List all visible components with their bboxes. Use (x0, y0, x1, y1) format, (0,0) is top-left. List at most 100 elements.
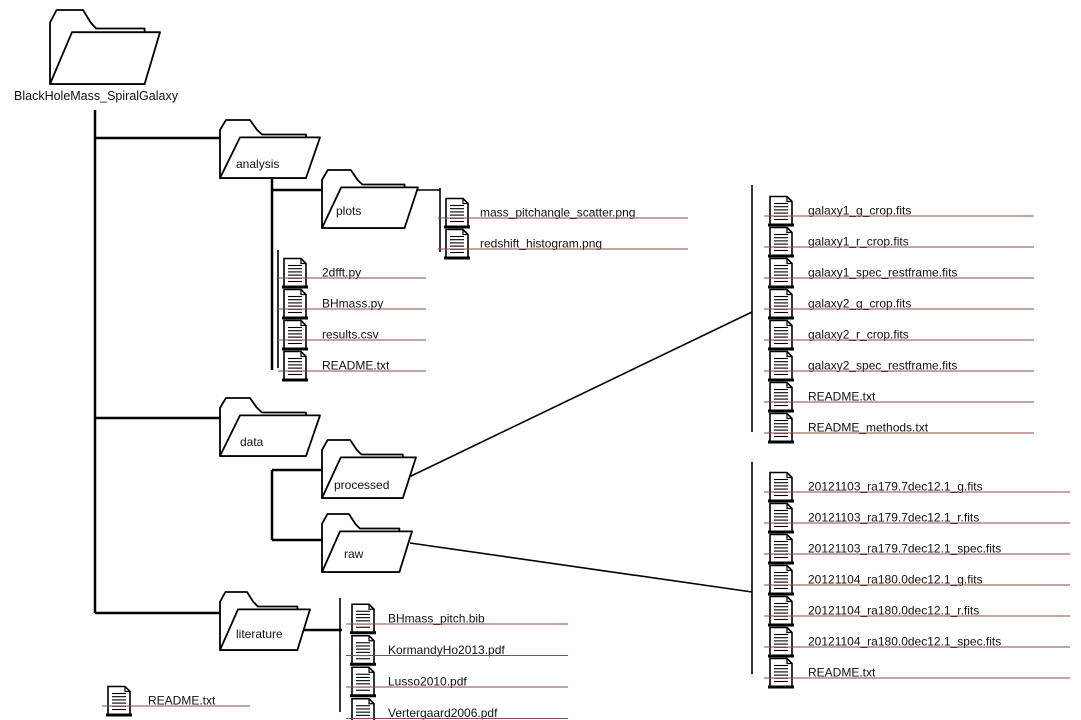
connector-line (409, 542, 753, 593)
folder-raw[interactable]: raw (321, 513, 413, 573)
folder-label: plots (336, 204, 361, 218)
document-icon (768, 471, 794, 503)
file-name: README.txt (808, 666, 876, 680)
document-icon (350, 603, 376, 635)
file-name: galaxy1_g_crop.fits (808, 204, 911, 218)
document-icon (768, 564, 794, 596)
file-item[interactable]: galaxy1_g_crop.fits (764, 195, 1034, 227)
file-name: galaxy1_r_crop.fits (808, 235, 909, 249)
file-item[interactable]: 20121103_ra179.7dec12.1_spec.fits (764, 533, 1070, 565)
document-icon (768, 319, 794, 351)
root-folder-label: BlackHoleMass_SpiralGalaxy (14, 89, 179, 103)
document-icon (768, 657, 794, 689)
file-name: README.txt (148, 694, 216, 708)
document-icon (282, 288, 308, 320)
file-name: galaxy1_spec_restframe.fits (808, 266, 957, 280)
document-icon (768, 502, 794, 534)
file-item[interactable]: mass_pitchangle_scatter.png (438, 197, 688, 229)
file-item[interactable]: 20121103_ra179.7dec12.1_g.fits (764, 471, 1070, 503)
folder-icon (219, 591, 311, 651)
file-item[interactable]: 20121103_ra179.7dec12.1_r.fits (764, 502, 1070, 534)
file-name: README.txt (322, 359, 390, 373)
folder-data[interactable]: data (219, 397, 321, 457)
folder-label: literature (236, 627, 283, 641)
folder-icon (219, 397, 321, 457)
document-icon (768, 226, 794, 258)
file-item[interactable]: README.txt (764, 657, 1070, 689)
file-name: Lusso2010.pdf (388, 674, 467, 688)
file-name: redshift_histogram.png (480, 237, 602, 251)
file-item[interactable]: README_methods.txt (764, 412, 1034, 444)
folder-label: analysis (236, 157, 279, 171)
file-item[interactable]: Lusso2010.pdf (346, 666, 568, 698)
folder-label: processed (334, 478, 389, 492)
file-item[interactable]: 2dfft.py (278, 257, 426, 289)
document-icon (282, 350, 308, 382)
file-name: 20121103_ra179.7dec12.1_r.fits (808, 511, 979, 525)
file-item[interactable]: galaxy1_r_crop.fits (764, 226, 1034, 258)
file-item[interactable]: galaxy2_r_crop.fits (764, 319, 1034, 351)
folder-label: data (240, 435, 264, 449)
folder-icon (321, 439, 417, 499)
root-folder[interactable]: BlackHoleMass_SpiralGalaxy (14, 9, 179, 103)
folder-icon (321, 513, 413, 573)
file-item[interactable]: galaxy2_spec_restframe.fits (764, 350, 1034, 382)
file-item[interactable]: README.txt (764, 381, 1034, 413)
file-name: galaxy2_r_crop.fits (808, 328, 909, 342)
file-name: 20121104_ra180.0dec12.1_spec.fits (808, 635, 1001, 649)
raw-file-list: 20121103_ra179.7dec12.1_g.fits 20121103_r… (764, 471, 1070, 689)
document-icon (768, 350, 794, 382)
folder-icon (321, 169, 419, 229)
file-item[interactable]: 20121104_ra180.0dec12.1_g.fits (764, 564, 1070, 596)
literature-file-list: BHmass_pitch.bibKormandyHo2013.pdfLusso2… (346, 603, 568, 720)
file-item[interactable]: BHmass_pitch.bib (346, 603, 568, 635)
file-name: galaxy2_spec_restframe.fits (808, 359, 957, 373)
file-name: 20121104_ra180.0dec12.1_g.fits (808, 573, 983, 587)
folder-processed[interactable]: processed (321, 439, 417, 499)
file-item[interactable]: 20121104_ra180.0dec12.1_spec.fits (764, 626, 1070, 658)
document-icon (768, 412, 794, 444)
root-file-list: README.txt (102, 685, 250, 717)
file-item[interactable]: galaxy1_spec_restframe.fits (764, 257, 1034, 289)
document-icon (768, 533, 794, 565)
file-item[interactable]: KormandyHo2013.pdf (346, 634, 568, 666)
folder-nodes: BlackHoleMass_SpiralGalaxy analysis plots d… (14, 9, 419, 651)
document-icon (106, 685, 132, 717)
document-icon (768, 381, 794, 413)
file-nodes: mass_pitchangle_scatter.png redshift_hist… (102, 195, 1070, 720)
folder-plots[interactable]: plots (321, 169, 419, 229)
folder-label: raw (344, 547, 364, 561)
document-icon (282, 257, 308, 289)
file-item[interactable]: galaxy2_g_crop.fits (764, 288, 1034, 320)
file-item[interactable]: Vertergaard2006.pdf (346, 697, 568, 720)
file-item[interactable]: redshift_histogram.png (438, 228, 688, 260)
file-item[interactable]: README.txt (102, 685, 250, 717)
file-name: README.txt (808, 390, 876, 404)
file-name: Vertergaard2006.pdf (388, 706, 498, 720)
file-name: BHmass_pitch.bib (388, 611, 485, 625)
document-icon (768, 257, 794, 289)
document-icon (768, 595, 794, 627)
file-name: galaxy2_g_crop.fits (808, 297, 911, 311)
document-icon (282, 319, 308, 351)
plots-file-list: mass_pitchangle_scatter.png redshift_hist… (438, 197, 688, 260)
connector-line (406, 311, 753, 479)
file-name: results.csv (322, 328, 379, 342)
file-item[interactable]: README.txt (278, 350, 426, 382)
file-name: 20121104_ra180.0dec12.1_r.fits (808, 604, 979, 618)
file-item[interactable]: 20121104_ra180.0dec12.1_r.fits (764, 595, 1070, 627)
file-item[interactable]: BHmass.py (278, 288, 426, 320)
file-name: 20121103_ra179.7dec12.1_g.fits (808, 480, 983, 494)
document-icon (444, 228, 470, 260)
folder-literature[interactable]: literature (219, 591, 311, 651)
document-icon (768, 626, 794, 658)
document-icon (768, 288, 794, 320)
document-icon (351, 697, 375, 720)
tree-connectors (93, 110, 753, 712)
folder-analysis[interactable]: analysis (219, 119, 321, 179)
folder-icon (219, 119, 321, 179)
file-item[interactable]: results.csv (278, 319, 426, 351)
file-name: README_methods.txt (808, 421, 929, 435)
